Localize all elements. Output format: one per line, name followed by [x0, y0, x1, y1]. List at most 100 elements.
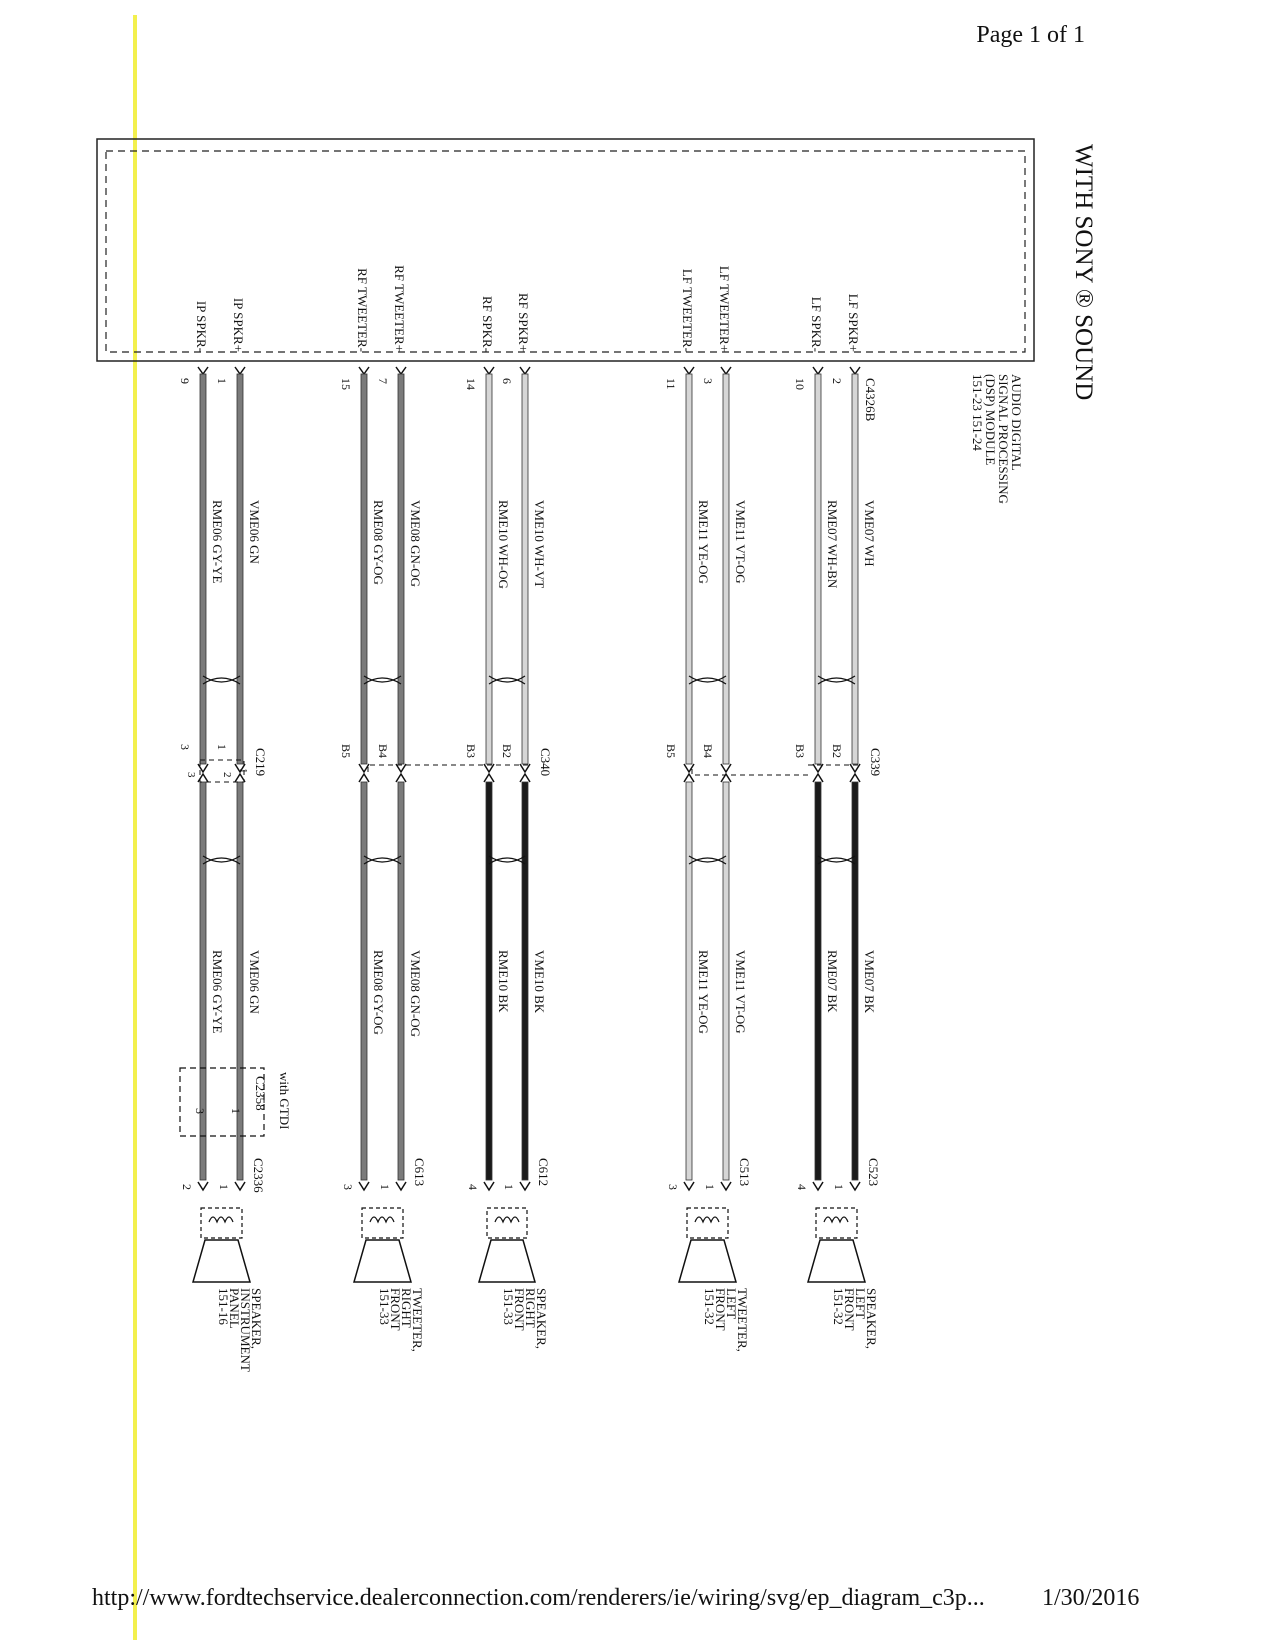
footer-date: 1/30/2016: [1042, 1585, 1140, 1611]
device-label-line: LEFT: [724, 1288, 739, 1319]
mid-arrow: [519, 763, 531, 774]
device-label-line: SPEAKER,: [249, 1288, 264, 1349]
device-label-line: RIGHT: [399, 1288, 414, 1328]
mid-arrow: [683, 763, 695, 774]
device-label-line: 151-33: [501, 1288, 516, 1325]
end-arrow: [812, 1181, 824, 1192]
wire-circuit-label: RME06 GY-YE: [210, 950, 225, 1033]
pin-arrow: [720, 366, 732, 376]
end-pin-number: 1: [703, 1184, 717, 1190]
device-label-line: FRONT: [512, 1288, 527, 1331]
mid-arrow: [720, 763, 732, 774]
twisted-pair-marker: [488, 675, 526, 685]
speaker-coil-icon: [208, 1216, 234, 1224]
speaker-terminal-box: [361, 1207, 404, 1239]
wire-segment: [722, 781, 730, 1181]
twisted-pair-marker: [488, 855, 526, 865]
wire-circuit-label: RME07 BK: [825, 950, 840, 1013]
gtdi-label: with GTDI: [277, 1072, 292, 1129]
wire-segment: [236, 373, 244, 765]
pin-function-label: IP SPKR+: [231, 298, 246, 352]
gtdi-splice-box: [179, 1067, 265, 1137]
speaker-cone-icon: [807, 1239, 866, 1283]
diagram-title: WITH SONY ® SOUND: [1070, 144, 1097, 400]
mid-arrow: [812, 763, 824, 774]
mid-pin-label: B4: [701, 744, 715, 758]
mid-pin-label: B5: [664, 744, 678, 758]
end-pin-number: 1: [502, 1184, 516, 1190]
mid-arrow: [395, 772, 407, 783]
wire-circuit-label: RME08 GY-OG: [371, 500, 386, 585]
mid-arrow: [483, 763, 495, 774]
mid-pin-label: B3: [793, 744, 807, 758]
mid-connector-label: C339: [868, 748, 883, 776]
device-label-line: LEFT: [853, 1288, 868, 1319]
device-label-line: FRONT: [842, 1288, 857, 1331]
device-label-line: TWEETER,: [735, 1288, 750, 1352]
gtdi-pin-label: 1: [229, 1108, 243, 1114]
end-pin-number: 1: [378, 1184, 392, 1190]
mid-pin-label: B2: [500, 744, 514, 758]
wire-circuit-label: VME06 GN: [247, 950, 262, 1015]
dsp-pin-number: 9: [178, 378, 192, 384]
wire-circuit-label: VME08 GN-OG: [408, 500, 423, 587]
dsp-pin-number: 2: [830, 378, 844, 384]
wire-segment: [397, 781, 405, 1181]
twisted-pair-marker: [688, 675, 727, 685]
mid-arrow: [234, 772, 246, 783]
c219-outline: [199, 759, 245, 783]
mid-arrow: [197, 763, 209, 774]
pin-function-label: LF SPKR-: [809, 297, 824, 352]
pin-function-label: LF TWEETER+: [717, 266, 732, 352]
module-label-line: (DSP) MODULE: [983, 374, 998, 465]
device-label-line: PANEL: [227, 1288, 242, 1329]
mid-pin-label: B5: [339, 744, 353, 758]
wire-circuit-label: VME10 WH-VT: [532, 500, 547, 588]
c339-extension-outline: [691, 765, 808, 776]
mid-arrow: [683, 772, 695, 783]
twisted-pair-marker: [817, 855, 856, 865]
wire-circuit-label: VME11 VT-OG: [733, 950, 748, 1034]
gtdi-connector-label: C2358: [253, 1076, 268, 1111]
device-label-line: FRONT: [388, 1288, 403, 1331]
dsp-pin-number: 6: [500, 378, 514, 384]
wire-circuit-label: RME06 GY-YE: [210, 500, 225, 583]
end-arrow: [234, 1181, 246, 1192]
wire-segment: [199, 781, 207, 1181]
end-pin-number: 3: [666, 1184, 680, 1190]
wire-circuit-label: RME10 BK: [496, 950, 511, 1013]
speaker-coil-icon: [494, 1216, 520, 1224]
mid-pin-label: 3: [178, 744, 192, 750]
wire-segment: [814, 781, 822, 1181]
pin-function-label: RF TWEETER-: [355, 268, 370, 352]
end-arrow: [683, 1181, 695, 1192]
mid-arrow: [519, 772, 531, 783]
twisted-pair-marker: [688, 855, 727, 865]
end-pin-number: 1: [832, 1184, 846, 1190]
dsp-pin-number: 3: [701, 378, 715, 384]
mid-pin-label: B3: [464, 744, 478, 758]
dsp-pin-number: 11: [664, 378, 678, 390]
module-label-line: SIGNAL PROCESSING: [996, 374, 1011, 504]
device-label-line: RIGHT: [523, 1288, 538, 1328]
end-connector-label: C612: [536, 1158, 551, 1186]
speaker-coil-icon: [369, 1216, 395, 1224]
pin-arrow: [683, 366, 695, 376]
end-arrow: [395, 1181, 407, 1192]
wire-segment: [814, 373, 822, 765]
pin-arrow: [395, 366, 407, 376]
wire-circuit-label: RME08 GY-OG: [371, 950, 386, 1035]
end-pin-number: 4: [466, 1184, 480, 1190]
end-connector-label: C523: [866, 1158, 881, 1186]
wire-segment: [485, 373, 493, 765]
pin-arrow: [519, 366, 531, 376]
wire-circuit-label: VME07 BK: [862, 950, 877, 1014]
wire-segment: [685, 373, 693, 765]
module-label-line: AUDIO DIGITAL: [1009, 374, 1024, 471]
mid-arrow: [812, 772, 824, 783]
mid-arrow: [849, 763, 861, 774]
end-arrow: [483, 1181, 495, 1192]
twisted-pair-marker: [817, 675, 856, 685]
end-arrow: [358, 1181, 370, 1192]
